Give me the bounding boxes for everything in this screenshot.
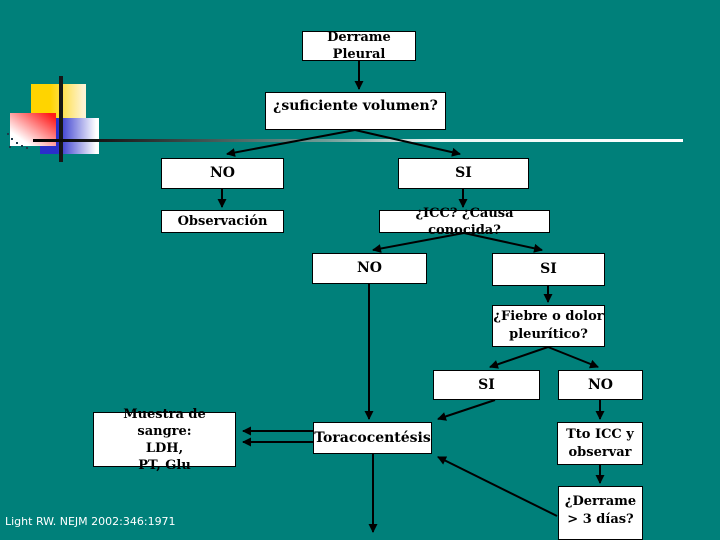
arrow-fiebre-to-si3 bbox=[489, 346, 549, 369]
node-label-line1: ¿Fiebre o dolor bbox=[493, 309, 604, 324]
node-derrame-pleural: Derrame Pleural bbox=[302, 30, 416, 62]
node-observacion: Observación bbox=[161, 210, 284, 233]
deco-speckle bbox=[11, 138, 13, 140]
deco-speckle bbox=[16, 142, 18, 144]
node-label-line2: > 3 días? bbox=[567, 512, 634, 527]
node-label-line2: pleurítico? bbox=[509, 327, 588, 342]
node-label: SI bbox=[540, 261, 557, 277]
node-label-line1: Muestra de sangre: bbox=[123, 406, 206, 439]
node-fiebre-dolor-pleuritico: ¿Fiebre o dolor pleurítico? bbox=[492, 305, 605, 347]
node-label-line3: PT, Glu bbox=[138, 457, 191, 473]
node-derrame-3-dias: ¿Derrame > 3 días? bbox=[558, 486, 643, 540]
node-no-volumen: NO bbox=[161, 158, 284, 189]
deco-speckle bbox=[9, 146, 11, 148]
node-label-line2: LDH, bbox=[145, 440, 184, 456]
arrow-derrame-dias-to-toracocentesis bbox=[437, 456, 558, 517]
node-label: ¿ICC? ¿Causa conocida? bbox=[415, 205, 514, 238]
deco-horizontal-rule bbox=[33, 139, 683, 142]
node-si-icc: SI bbox=[492, 253, 605, 286]
node-label: NO bbox=[210, 165, 235, 181]
node-label: NO bbox=[357, 260, 382, 276]
arrow-si3-to-toracocentesis bbox=[437, 399, 496, 421]
node-suficiente-volumen: ¿suficiente volumen? bbox=[265, 92, 446, 130]
deco-vertical-line bbox=[59, 76, 63, 162]
node-muestra-de-sangre: Muestra de sangre: LDH, PT, Glu bbox=[93, 407, 236, 473]
node-tto-icc-observar: Tto ICC y observar bbox=[557, 422, 643, 465]
node-toracocentesis: Toracocentésis bbox=[313, 422, 432, 454]
node-label: SI bbox=[478, 376, 495, 393]
deco-yellow-square bbox=[31, 84, 86, 118]
node-label-line1: ¿Derrame bbox=[564, 494, 637, 509]
node-label: Derrame Pleural bbox=[327, 30, 391, 62]
arrow-suficiente-to-no1 bbox=[226, 129, 356, 157]
arrow-suficiente-to-si1 bbox=[354, 129, 461, 157]
node-icc-causa-conocida: ¿ICC? ¿Causa conocida? bbox=[379, 206, 550, 238]
deco-speckle bbox=[21, 145, 23, 147]
citation-text: Light RW. NEJM 2002:346:1971 bbox=[5, 515, 176, 528]
node-label: ¿suficiente volumen? bbox=[273, 98, 438, 114]
arrow-fiebre-to-no3 bbox=[547, 346, 599, 369]
deco-speckle bbox=[7, 133, 9, 135]
node-label: NO bbox=[588, 376, 613, 393]
node-si-volumen: SI bbox=[398, 158, 529, 189]
node-label: Toracocentésis bbox=[314, 429, 431, 446]
node-label-line2: observar bbox=[568, 444, 632, 460]
node-label: Observación bbox=[177, 214, 268, 229]
node-label: SI bbox=[455, 165, 472, 181]
node-label-line1: Tto ICC y bbox=[566, 426, 634, 442]
node-no-icc: NO bbox=[312, 253, 427, 284]
node-no-fiebre: NO bbox=[558, 370, 643, 400]
node-si-fiebre: SI bbox=[433, 370, 540, 400]
deco-speckle bbox=[26, 147, 28, 149]
